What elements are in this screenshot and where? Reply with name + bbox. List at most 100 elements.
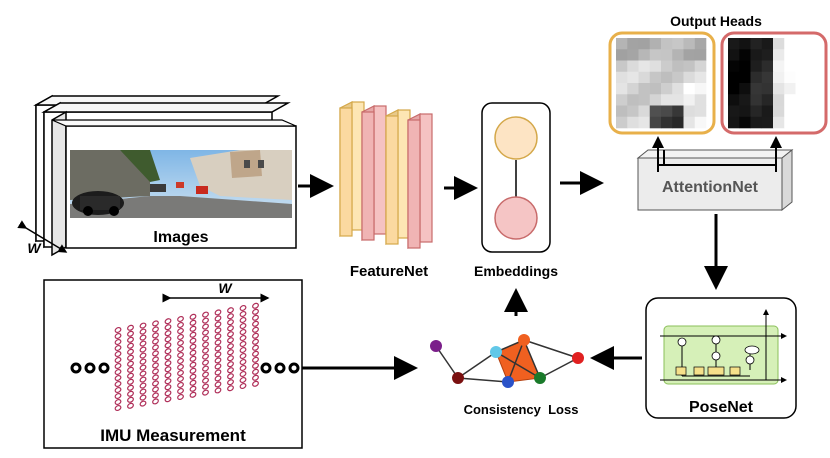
imu-ring (164, 366, 172, 373)
imu-ring (214, 375, 222, 382)
heatmap-cell (627, 116, 639, 129)
imu-ring (114, 404, 122, 412)
heatmap-cell (728, 94, 740, 106)
heatmap-cell (672, 49, 684, 61)
imu-ring (202, 371, 209, 378)
featurenet-label: FeatureNet (350, 263, 428, 280)
heatmap-cell (616, 94, 628, 106)
heatmap-cell (661, 105, 673, 118)
heatmap-cell (683, 60, 696, 73)
imu-ring (189, 355, 197, 362)
heatmap-cell (806, 94, 819, 106)
imu-ring-grid (114, 302, 259, 412)
imu-ring (152, 320, 159, 327)
imu-ring (139, 382, 147, 389)
heatmap-cell (694, 83, 707, 95)
heatmap-cell (795, 94, 808, 106)
imu-ring (227, 331, 234, 338)
imu-ring (227, 355, 234, 362)
heatmap-cell (627, 60, 639, 73)
imu-ring (152, 326, 159, 333)
imu-ring (139, 328, 147, 335)
imu-ring (189, 385, 197, 392)
imu-ring (177, 363, 184, 371)
embeddings-label: Embeddings (474, 263, 558, 279)
heatmap-cell (728, 38, 740, 50)
imu-ring (114, 362, 122, 370)
imu-ring (139, 394, 147, 401)
embedding-node-bottom (494, 196, 538, 240)
imu-ring (114, 326, 122, 334)
heatmap-cell (750, 105, 763, 118)
imu-ring (227, 337, 234, 344)
imu-ring (252, 374, 259, 381)
imu-ring (189, 349, 197, 356)
imu-ring (152, 392, 159, 399)
posenet-label: PoseNet (689, 399, 754, 416)
imu-ring (152, 380, 159, 387)
graph-node-orange (518, 334, 530, 346)
imu-ring (177, 321, 184, 329)
attentionnet-label: AttentionNet (662, 179, 759, 196)
imu-ring (214, 309, 222, 316)
heatmap-cell (761, 83, 774, 95)
attentionnet-block: AttentionNet (636, 148, 794, 212)
imu-ring (127, 384, 134, 391)
heatmap-cell (627, 105, 639, 118)
imu-ring (177, 393, 184, 401)
imu-ring (227, 325, 234, 332)
heatmap-cell (694, 105, 707, 118)
heatmap-cell (806, 49, 819, 61)
heatmap-cell (739, 105, 751, 118)
heatmap-cell (638, 38, 651, 50)
heatmap-cell (739, 49, 751, 61)
imu-ring (252, 368, 259, 375)
heatmap-cell (739, 116, 751, 129)
graph-node-purple (430, 340, 442, 352)
heatmap-cell (672, 83, 684, 95)
heatmap-cell (627, 38, 639, 50)
imu-ring (239, 304, 247, 312)
imu-ring (127, 360, 134, 367)
imu-ring (202, 353, 209, 360)
heatmap-cell (773, 94, 785, 106)
imu-ring (127, 390, 134, 397)
heatmap-cell (661, 116, 673, 129)
heatmap-cell (795, 60, 808, 73)
heatmap-cell (761, 94, 774, 106)
heatmap-cell (649, 83, 662, 95)
heatmap-cell (806, 105, 819, 118)
imu-ring (202, 323, 209, 330)
imu-ring (202, 383, 209, 390)
imu-ring (164, 372, 172, 379)
imu-ring (239, 316, 247, 324)
heatmap-cell (795, 71, 808, 84)
imu-ring (177, 315, 184, 323)
imu-ring (127, 354, 134, 361)
imu-ring (114, 374, 122, 382)
heatmap-cell (649, 105, 662, 118)
imu-ring (139, 388, 147, 395)
imu-ring (114, 380, 122, 388)
imu-ring (164, 384, 172, 391)
heatmap-cell (694, 49, 707, 61)
images-stack: Images (33, 94, 297, 257)
imu-measurement-label: IMU Measurement (100, 426, 246, 445)
heatmap-cell (761, 105, 774, 118)
imu-ring (214, 321, 222, 328)
imu-ring (189, 331, 197, 338)
imu-ring (127, 336, 134, 343)
imu-ring (127, 342, 134, 349)
graph-node-cyan (490, 346, 502, 358)
heatmap-cell (627, 83, 639, 95)
heatmap-cell (649, 116, 662, 129)
imu-ring (114, 350, 122, 358)
heatmap-cell (750, 116, 763, 129)
heatmap-cell (728, 83, 740, 95)
imu-ring (164, 396, 172, 403)
imu-ring (239, 376, 247, 384)
imu-ring (214, 327, 222, 334)
heatmap-cell (795, 49, 808, 61)
imu-ring (189, 325, 197, 332)
imu-ring (127, 348, 134, 355)
